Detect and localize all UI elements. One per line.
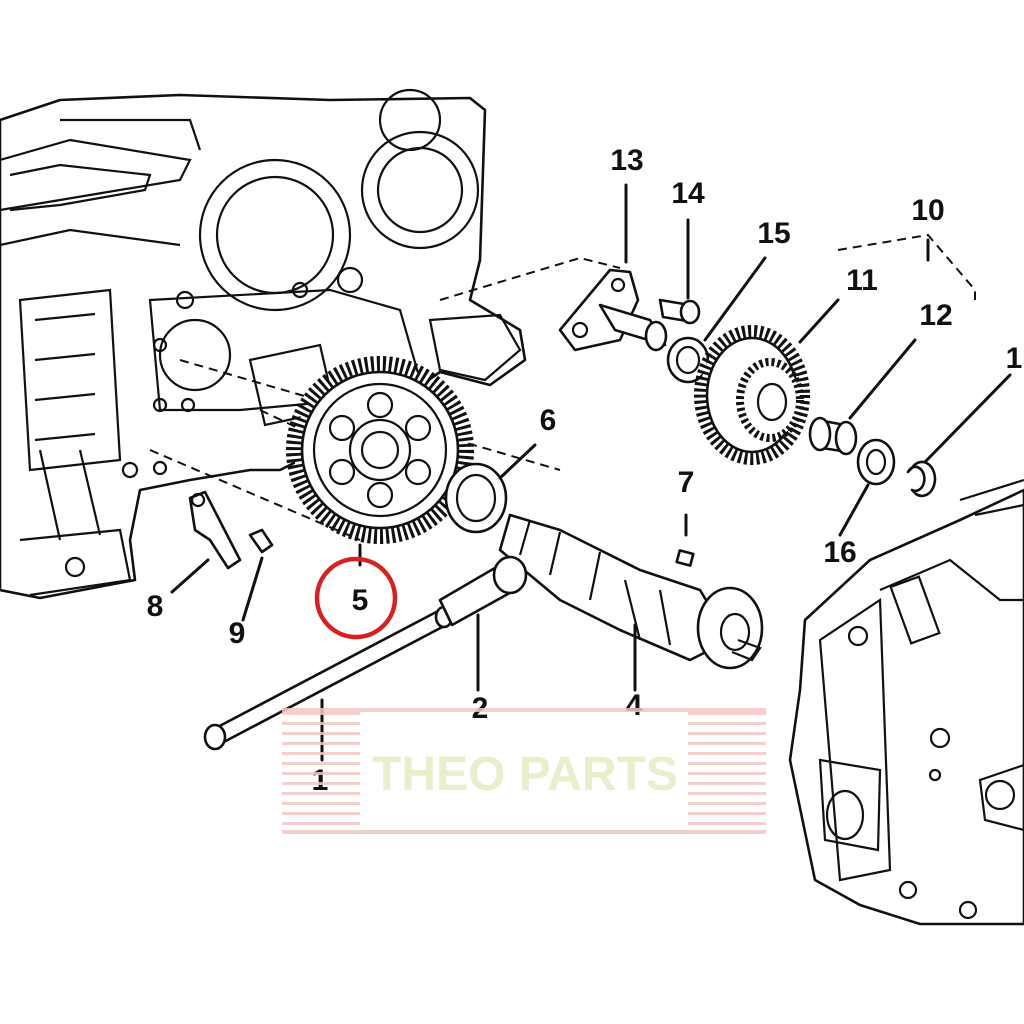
engine-block — [0, 88, 527, 600]
leader-lines — [170, 183, 1012, 762]
washer-16 — [856, 438, 896, 486]
callout-11: 11 — [846, 264, 878, 297]
bushing-6 — [444, 462, 508, 534]
bolt-14 — [658, 298, 701, 325]
callout-6: 6 — [540, 404, 557, 437]
callout-16: 16 — [823, 536, 856, 569]
washer-15 — [666, 336, 710, 384]
callout-4: 4 — [626, 689, 643, 722]
callout-labels: 1 2 4 5 6 7 8 9 10 11 12 13 14 15 16 1 — [147, 144, 1023, 797]
idler-gear-11 — [694, 325, 810, 465]
watermark: THEO PARTS — [282, 708, 766, 834]
camshaft-4 — [498, 513, 764, 670]
watermark-stripes — [282, 708, 766, 834]
callout-5: 5 — [352, 584, 369, 617]
highlight-circle — [314, 556, 398, 640]
bolt-9 — [248, 528, 274, 554]
rod-1 — [203, 605, 454, 751]
lever-8 — [188, 490, 242, 570]
callout-10: 10 — [911, 194, 944, 227]
callout-17: 1 — [1006, 342, 1023, 375]
watermark-text: THEO PARTS — [372, 748, 678, 801]
callout-13: 13 — [610, 144, 643, 177]
callout-12: 12 — [919, 299, 952, 332]
circlip-17 — [906, 460, 937, 498]
bushing-12 — [808, 416, 858, 456]
shaft-plate-13 — [558, 268, 668, 352]
gear-5 — [286, 356, 474, 544]
gear-case — [788, 478, 1024, 926]
callout-15: 15 — [757, 217, 790, 250]
tappet-2 — [438, 555, 528, 627]
callout-7: 7 — [678, 466, 695, 499]
callout-14: 14 — [671, 177, 705, 210]
callout-8: 8 — [147, 590, 164, 623]
callout-9: 9 — [229, 617, 246, 650]
